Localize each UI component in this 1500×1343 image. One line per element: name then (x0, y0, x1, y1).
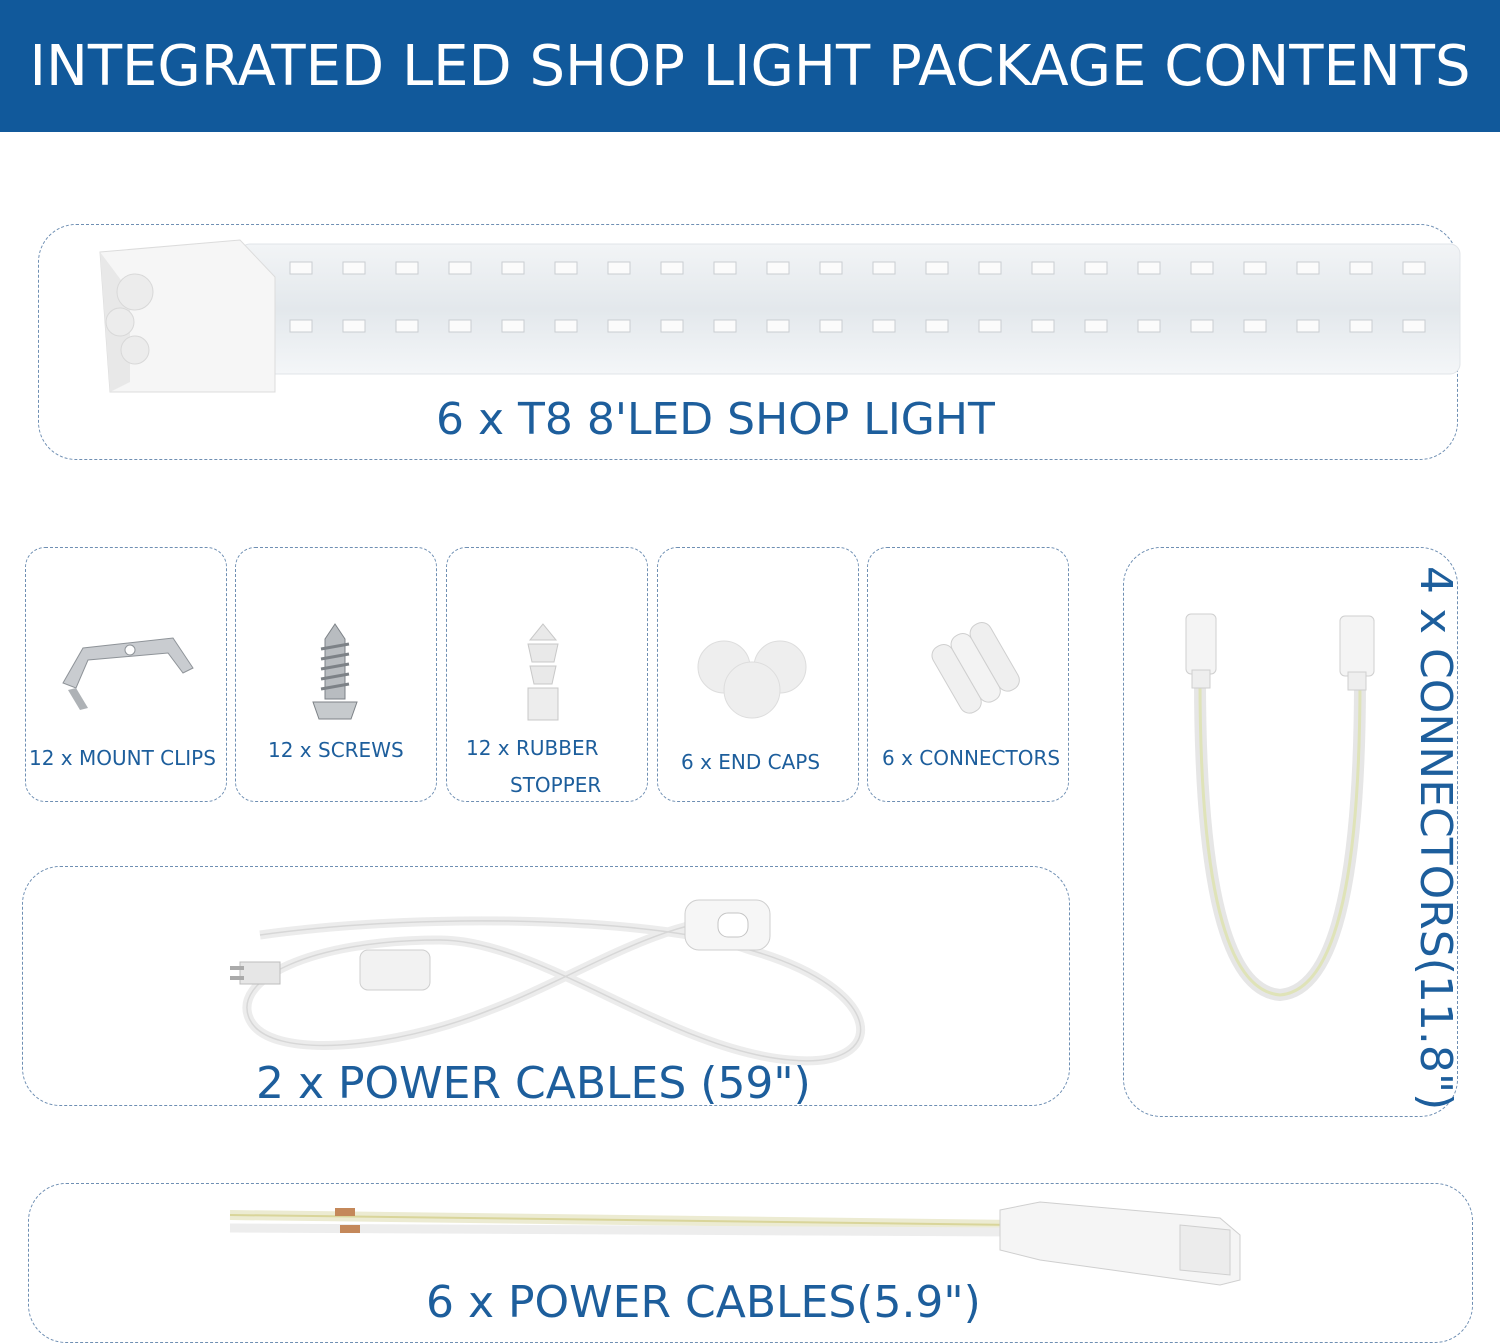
led-chip (1190, 261, 1214, 275)
led-chip (925, 261, 949, 275)
led-chip (978, 319, 1002, 333)
led-chip (1402, 319, 1426, 333)
led-chip (1296, 319, 1320, 333)
mount-clip-icon (62, 637, 194, 710)
led-chip (342, 319, 366, 333)
led-chip (1190, 319, 1214, 333)
connector-small-icon (931, 622, 1020, 714)
led-chip (1137, 319, 1161, 333)
led-tube-image (99, 239, 1461, 393)
led-chip (289, 261, 313, 275)
led-chip (607, 261, 631, 275)
connectors-small-label: 6 x CONNECTORS (882, 746, 1061, 770)
led-chip (713, 319, 737, 333)
led-chip (872, 319, 896, 333)
power-cables-long-label: 2 x POWER CABLES (59") (256, 1058, 811, 1109)
connectors-long-box (1123, 547, 1458, 1117)
mount-clips-box (25, 547, 227, 802)
led-chip (1243, 319, 1267, 333)
led-chip (819, 261, 843, 275)
screws-box (235, 547, 437, 802)
connectors-small-box (867, 547, 1069, 802)
led-chip (501, 319, 525, 333)
led-chip (1402, 261, 1426, 275)
led-chip (1084, 319, 1108, 333)
end-cap-icon (697, 640, 807, 719)
led-chip (1349, 319, 1373, 333)
led-chip (660, 261, 684, 275)
led-chip (766, 261, 790, 275)
header-banner: INTEGRATED LED SHOP LIGHT PACKAGE CONTEN… (0, 0, 1500, 132)
end-caps-box (657, 547, 859, 802)
screws-label: 12 x SCREWS (268, 738, 404, 762)
led-chip (660, 319, 684, 333)
led-chip (554, 261, 578, 275)
shop-light-label: 6 x T8 8'LED SHOP LIGHT (436, 394, 995, 445)
power-cables-long-box (22, 866, 1070, 1106)
led-chip (978, 261, 1002, 275)
led-chip (819, 319, 843, 333)
end-caps-label: 6 x END CAPS (681, 750, 821, 774)
led-chip (448, 261, 472, 275)
led-chip (925, 319, 949, 333)
rubber-stopper-label-line2: STOPPER (510, 773, 602, 797)
power-cable-short-icon (229, 1201, 1241, 1286)
connector-cable-icon (1185, 613, 1375, 1002)
led-chip (395, 261, 419, 275)
led-chip (1084, 261, 1108, 275)
led-chip (1243, 261, 1267, 275)
led-chip (448, 319, 472, 333)
led-chip (395, 319, 419, 333)
led-chip (342, 261, 366, 275)
led-chip (1137, 261, 1161, 275)
led-chip (1031, 261, 1055, 275)
led-chip (554, 319, 578, 333)
page-title: INTEGRATED LED SHOP LIGHT PACKAGE CONTEN… (29, 33, 1471, 99)
led-chip (501, 261, 525, 275)
rubber-stopper-box (446, 547, 648, 802)
led-chip (289, 319, 313, 333)
led-chip (1349, 261, 1373, 275)
led-chip (713, 261, 737, 275)
connectors-long-label: 4 x CONNECTORS(11.8") (1410, 566, 1461, 1111)
power-cable-icon (230, 899, 866, 1066)
led-chip (1031, 319, 1055, 333)
rubber-stopper-label-line1: 12 x RUBBER (466, 736, 599, 760)
power-cables-short-label: 6 x POWER CABLES(5.9") (426, 1277, 981, 1328)
rubber-stopper-icon (527, 623, 559, 721)
screw-icon (312, 623, 358, 720)
led-chip (766, 319, 790, 333)
led-chip (607, 319, 631, 333)
mount-clips-label: 12 x MOUNT CLIPS (29, 746, 216, 770)
led-chip (1296, 261, 1320, 275)
led-chip (872, 261, 896, 275)
